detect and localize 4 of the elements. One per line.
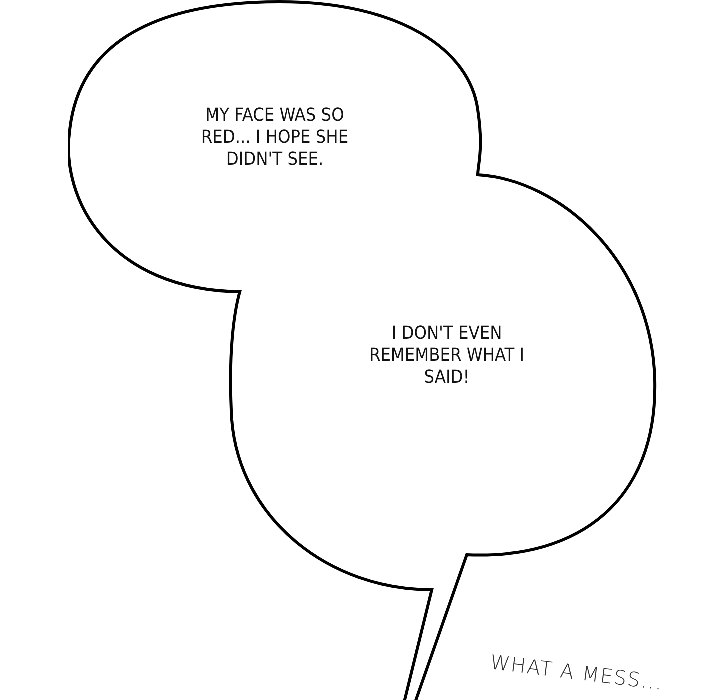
speech-text: I DON'T EVEN REMEMBER WHAT I SAID! [368,323,526,389]
speech-text: MY FACE WAS SO RED... I HOPE SHE DIDN'T SEE. [200,105,350,171]
handwritten-note: WHAT A MESS... [489,650,665,696]
speech-bubble [68,0,658,700]
